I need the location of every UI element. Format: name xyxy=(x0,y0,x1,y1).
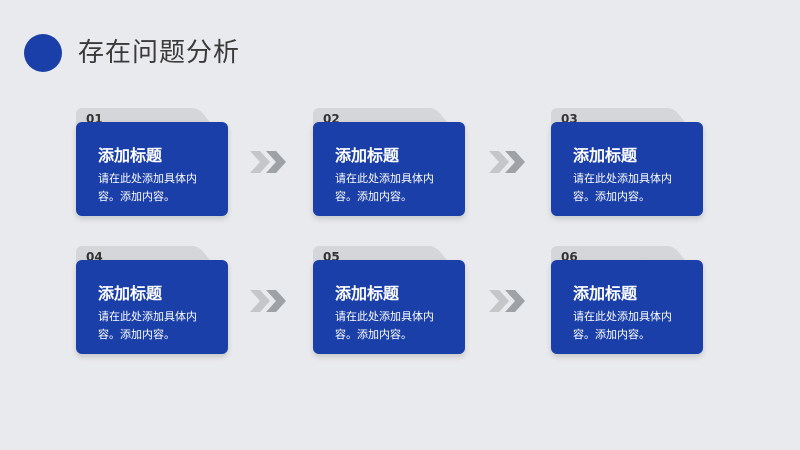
card-description: 请在此处添加具体内容。添加内容。 xyxy=(335,310,434,341)
title-circle-icon xyxy=(24,34,62,72)
card-body: 添加标题 请在此处添加具体内容。添加内容。 xyxy=(551,260,703,354)
card-heading: 添加标题 xyxy=(335,146,400,165)
card-02: 02 添加标题 请在此处添加具体内容。添加内容。 xyxy=(313,108,465,216)
card-04: 04 添加标题 请在此处添加具体内容。添加内容。 xyxy=(76,246,228,354)
card-heading: 添加标题 xyxy=(573,146,638,165)
card-body: 添加标题 请在此处添加具体内容。添加内容。 xyxy=(76,122,228,216)
card-06: 06 添加标题 请在此处添加具体内容。添加内容。 xyxy=(551,246,703,354)
card-heading: 添加标题 xyxy=(98,146,163,165)
card-body: 添加标题 请在此处添加具体内容。添加内容。 xyxy=(313,122,465,216)
double-chevron-right-icon xyxy=(250,151,286,173)
card-heading: 添加标题 xyxy=(573,284,638,303)
card-03: 03 添加标题 请在此处添加具体内容。添加内容。 xyxy=(551,108,703,216)
page-title: 存在问题分析 xyxy=(78,38,241,68)
double-chevron-right-icon xyxy=(489,290,525,312)
card-body: 添加标题 请在此处添加具体内容。添加内容。 xyxy=(551,122,703,216)
card-heading: 添加标题 xyxy=(335,284,400,303)
card-description: 请在此处添加具体内容。添加内容。 xyxy=(98,310,197,341)
double-chevron-right-icon xyxy=(250,290,286,312)
card-body: 添加标题 请在此处添加具体内容。添加内容。 xyxy=(313,260,465,354)
card-description: 请在此处添加具体内容。添加内容。 xyxy=(98,172,197,203)
double-chevron-right-icon xyxy=(489,151,525,173)
card-description: 请在此处添加具体内容。添加内容。 xyxy=(573,310,672,341)
card-description: 请在此处添加具体内容。添加内容。 xyxy=(573,172,672,203)
card-body: 添加标题 请在此处添加具体内容。添加内容。 xyxy=(76,260,228,354)
card-05: 05 添加标题 请在此处添加具体内容。添加内容。 xyxy=(313,246,465,354)
card-heading: 添加标题 xyxy=(98,284,163,303)
card-description: 请在此处添加具体内容。添加内容。 xyxy=(335,172,434,203)
card-01: 01 添加标题 请在此处添加具体内容。添加内容。 xyxy=(76,108,228,216)
